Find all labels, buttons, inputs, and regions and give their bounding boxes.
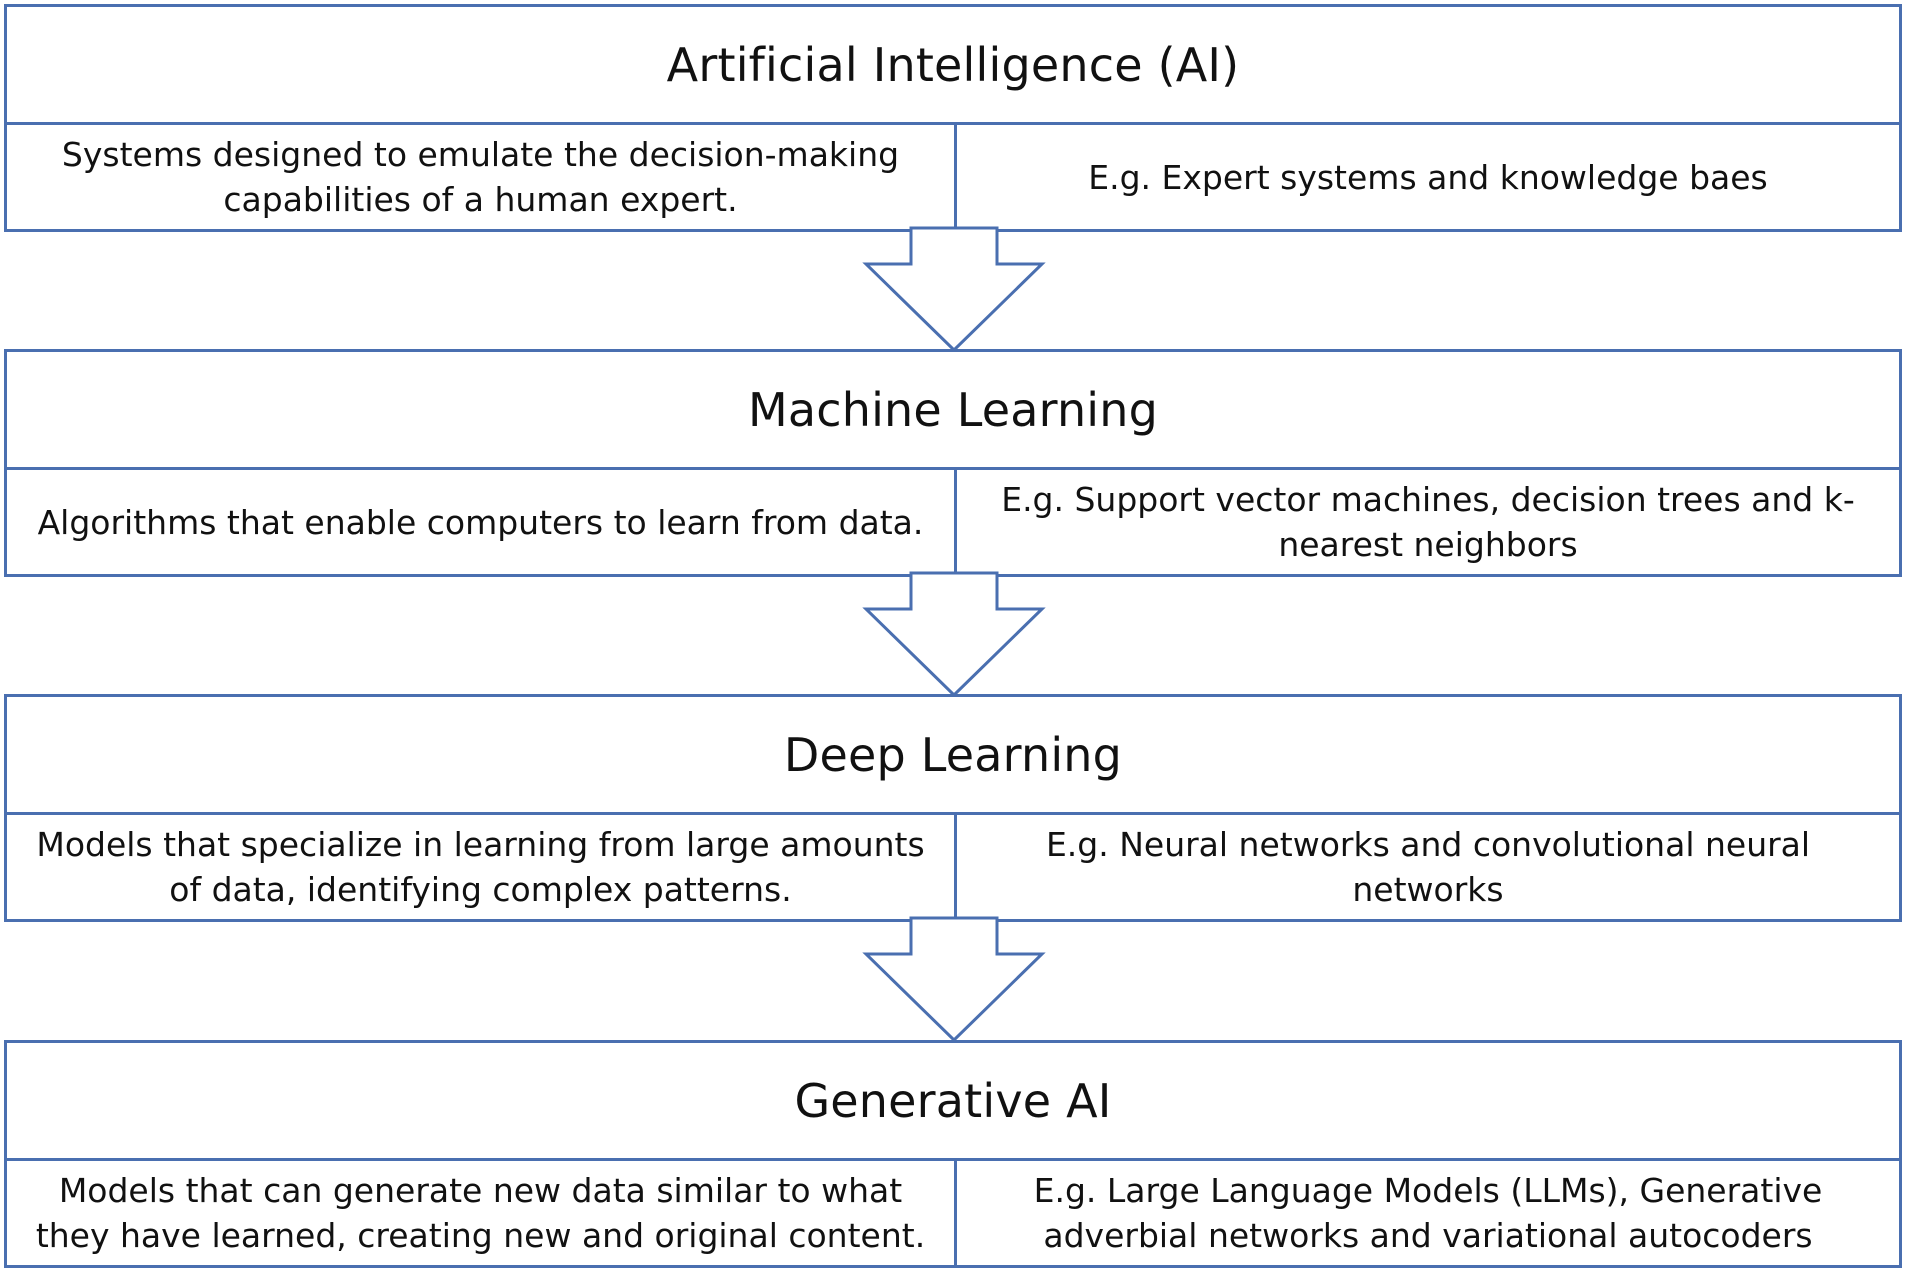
down-arrow-icon xyxy=(862,571,1046,698)
stage-details-row: Systems designed to emulate the decision… xyxy=(7,125,1899,229)
stage-title: Artificial Intelligence (AI) xyxy=(7,7,1899,125)
stage-description: Models that can generate new data simila… xyxy=(7,1161,957,1265)
stage-description: Models that specialize in learning from … xyxy=(7,815,957,919)
stage-title: Machine Learning xyxy=(7,352,1899,470)
stage-box-ai: Artificial Intelligence (AI) Systems des… xyxy=(4,4,1902,232)
stage-title: Deep Learning xyxy=(7,697,1899,815)
down-arrow-icon xyxy=(862,916,1046,1043)
stage-example: E.g. Neural networks and convolutional n… xyxy=(1045,825,1811,909)
stage-description: Algorithms that enable computers to lear… xyxy=(7,470,957,574)
stage-example: E.g. Large Language Models (LLMs), Gener… xyxy=(1033,1171,1823,1255)
stage-box-generative-ai: Generative AI Models that can generate n… xyxy=(4,1040,1902,1268)
stage-box-machine-learning: Machine Learning Algorithms that enable … xyxy=(4,349,1902,577)
stage-title: Generative AI xyxy=(7,1043,1899,1161)
stage-details-row: Models that specialize in learning from … xyxy=(7,815,1899,919)
stage-details-row: Algorithms that enable computers to lear… xyxy=(7,470,1899,574)
stage-box-deep-learning: Deep Learning Models that specialize in … xyxy=(4,694,1902,922)
stage-description: Systems designed to emulate the decision… xyxy=(7,125,957,229)
down-arrow-icon xyxy=(862,226,1046,353)
stage-details-row: Models that can generate new data simila… xyxy=(7,1161,1899,1265)
stage-example: E.g. Support vector machines, decision t… xyxy=(1001,480,1855,564)
stage-example: E.g. Expert systems and knowledge baes xyxy=(1088,157,1768,197)
